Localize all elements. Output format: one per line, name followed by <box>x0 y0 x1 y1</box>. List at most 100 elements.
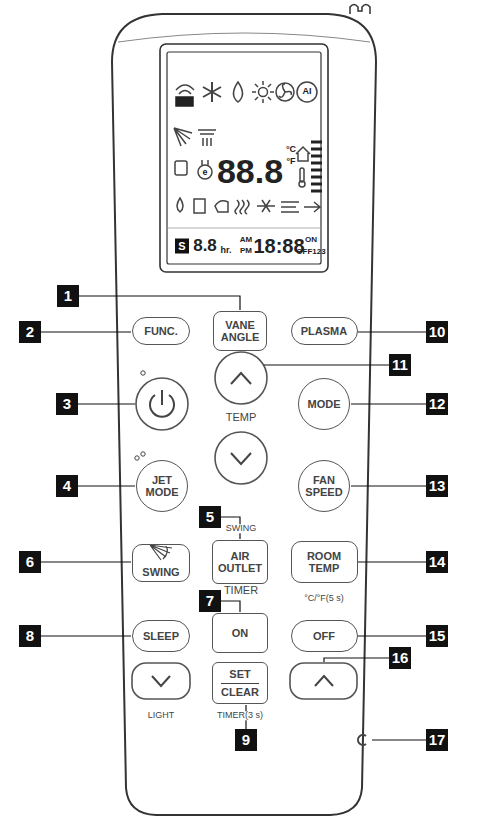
leader-line <box>264 364 389 365</box>
leader-line <box>358 635 426 636</box>
house-icon <box>296 147 310 161</box>
remote-button: PLASMA <box>291 317 358 345</box>
heat-icon <box>259 88 268 97</box>
heat-rays <box>252 81 274 103</box>
leader-line <box>41 561 131 562</box>
callout-number: 8 <box>19 625 41 647</box>
lcd-segment: 8.8 <box>193 237 217 255</box>
round-button: FAN SPEED <box>298 460 350 512</box>
lcd-segment: PM <box>240 247 252 255</box>
timer-down-button <box>132 663 190 699</box>
callout-number: 3 <box>56 393 78 415</box>
button-label: JET MODE <box>140 474 184 498</box>
level-bar <box>311 162 322 165</box>
thermo-icon <box>300 168 304 182</box>
callout-number: 10 <box>426 321 448 343</box>
callout-number: 4 <box>56 475 78 497</box>
button-label: SET <box>221 668 258 683</box>
remote-button: VANE ANGLE <box>213 311 267 351</box>
lcd-segment: °C <box>286 145 296 154</box>
power-button <box>136 378 188 430</box>
leader-line <box>351 403 426 404</box>
airflow-arrow <box>304 202 320 212</box>
callout-number: 7 <box>199 590 221 612</box>
lcd-segment: AI <box>303 87 312 96</box>
level-bar <box>311 155 322 158</box>
button-caption: °C/°F(5 s) <box>302 594 346 603</box>
button-label: MODE <box>308 398 341 410</box>
button-label: ROOM TEMP <box>295 550 354 574</box>
drop-gear-icon <box>177 198 183 212</box>
lcd-segment: °F <box>286 157 295 166</box>
remote-button: AIR OUTLET <box>212 540 268 584</box>
callout-number: 11 <box>389 354 411 376</box>
callout-number: 12 <box>426 393 448 415</box>
plug-pins <box>202 160 208 165</box>
leader-line <box>41 635 131 636</box>
button-label: ON <box>232 627 249 639</box>
level-bar <box>311 148 322 151</box>
fan-blades <box>279 84 291 97</box>
remote-housing <box>112 14 376 815</box>
fan-icon <box>276 83 294 101</box>
button-label: FAN SPEED <box>302 474 346 498</box>
clean-icon <box>257 200 275 212</box>
level-bar <box>311 190 322 193</box>
button-label: OFF <box>313 630 335 642</box>
leader-line <box>79 296 240 310</box>
round-button: JET MODE <box>136 460 188 512</box>
button-label: CLEAR <box>221 686 259 698</box>
leader-line <box>351 485 426 486</box>
leader-line <box>41 331 131 332</box>
housing-edge <box>118 33 370 42</box>
level-bar <box>311 176 322 179</box>
signal-icon <box>176 85 194 94</box>
wind-icon <box>281 202 299 212</box>
lcd-segment: OFF123 <box>296 248 325 256</box>
filter-icon <box>194 199 205 213</box>
callout-number: 2 <box>19 321 41 343</box>
button-label: AIR OUTLET <box>216 550 264 574</box>
callout-number: 9 <box>235 729 257 751</box>
callout-number: 16 <box>389 647 411 669</box>
up-chevron <box>231 373 251 384</box>
level-bar <box>311 169 322 172</box>
thermo-bulb <box>299 181 305 187</box>
plug-icon <box>198 165 212 179</box>
lcd-segment: S <box>175 239 189 254</box>
callout-number: 1 <box>57 285 79 307</box>
callout-number: 15 <box>426 625 448 647</box>
remote-button: SET CLEAR <box>212 662 268 704</box>
power-symbol <box>150 390 174 417</box>
led-dot <box>135 456 139 460</box>
round-button: MODE <box>298 378 350 430</box>
lcd-screen <box>167 52 321 264</box>
lcd-segment: 88.8 <box>217 154 283 190</box>
sensor-hole <box>358 735 366 745</box>
down-chevron <box>152 676 170 686</box>
leader-line <box>78 403 135 404</box>
leader-line <box>221 601 240 612</box>
hand-icon <box>215 201 228 212</box>
level-bars <box>311 142 322 191</box>
lcd-segment: AM <box>240 236 252 244</box>
leader-line <box>324 658 389 662</box>
button-label: FUNC. <box>144 325 178 337</box>
callout-number: 14 <box>426 551 448 573</box>
leader-line <box>372 739 426 740</box>
button-caption: TIMER(3 s) <box>215 711 265 720</box>
remote-button: SWING <box>132 544 190 582</box>
emitter-tab <box>350 5 370 15</box>
button-caption: TEMP <box>224 412 259 424</box>
button-label: SWING <box>142 566 179 578</box>
lcd-segment: e <box>202 168 207 177</box>
button-label: VANE ANGLE <box>217 319 263 343</box>
callout-number: 6 <box>19 551 41 573</box>
level-bar <box>311 141 322 144</box>
leader-line <box>358 561 426 562</box>
led-dot <box>141 452 145 456</box>
cool-icon <box>203 82 221 102</box>
temp-down-button <box>215 432 267 484</box>
battery-icon <box>176 97 193 106</box>
button-caption: LIGHT <box>146 711 177 720</box>
